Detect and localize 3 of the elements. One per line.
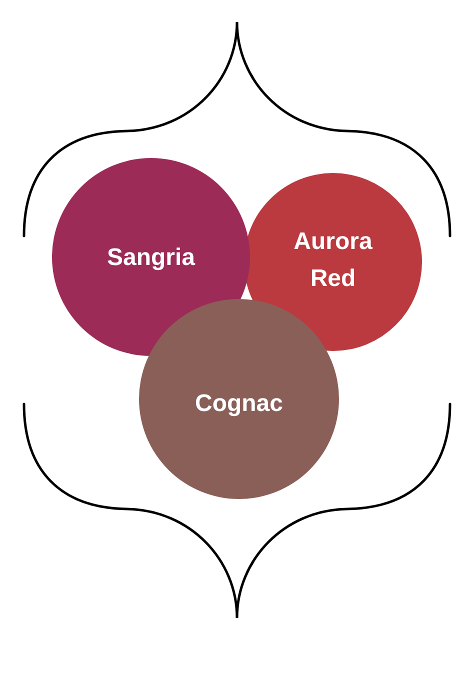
circle-label: Sangria [106,242,196,272]
circle-label: Aurora Red [292,227,374,294]
circle-label: Cognac [194,388,283,418]
